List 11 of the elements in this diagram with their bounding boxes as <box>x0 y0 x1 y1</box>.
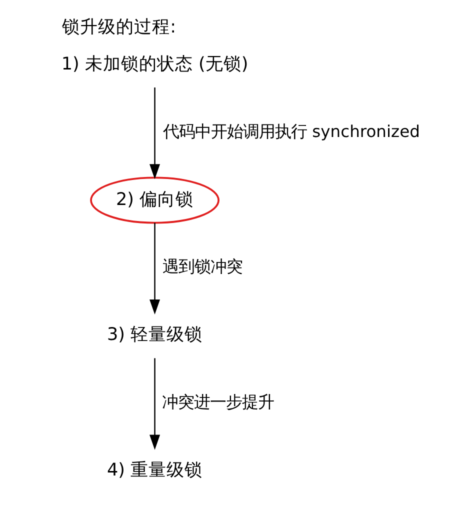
node-text: 3) 轻量级锁 <box>106 325 202 346</box>
node-text: 4) 重量级锁 <box>106 460 202 481</box>
diagram-title: 锁升级的过程: <box>62 18 176 38</box>
edge-label: 遇到锁冲突 <box>162 257 242 276</box>
node-text: 1) 未加锁的状态 (无锁) <box>60 54 248 75</box>
arrow <box>149 87 160 180</box>
edge-label: 冲突进一步提升 <box>162 392 274 412</box>
node-ellipse: 2) 偏向锁 <box>90 176 219 224</box>
arrow <box>149 358 160 450</box>
edge-label: 代码中开始调用执行 synchronized <box>162 122 420 141</box>
arrow <box>149 222 160 314</box>
